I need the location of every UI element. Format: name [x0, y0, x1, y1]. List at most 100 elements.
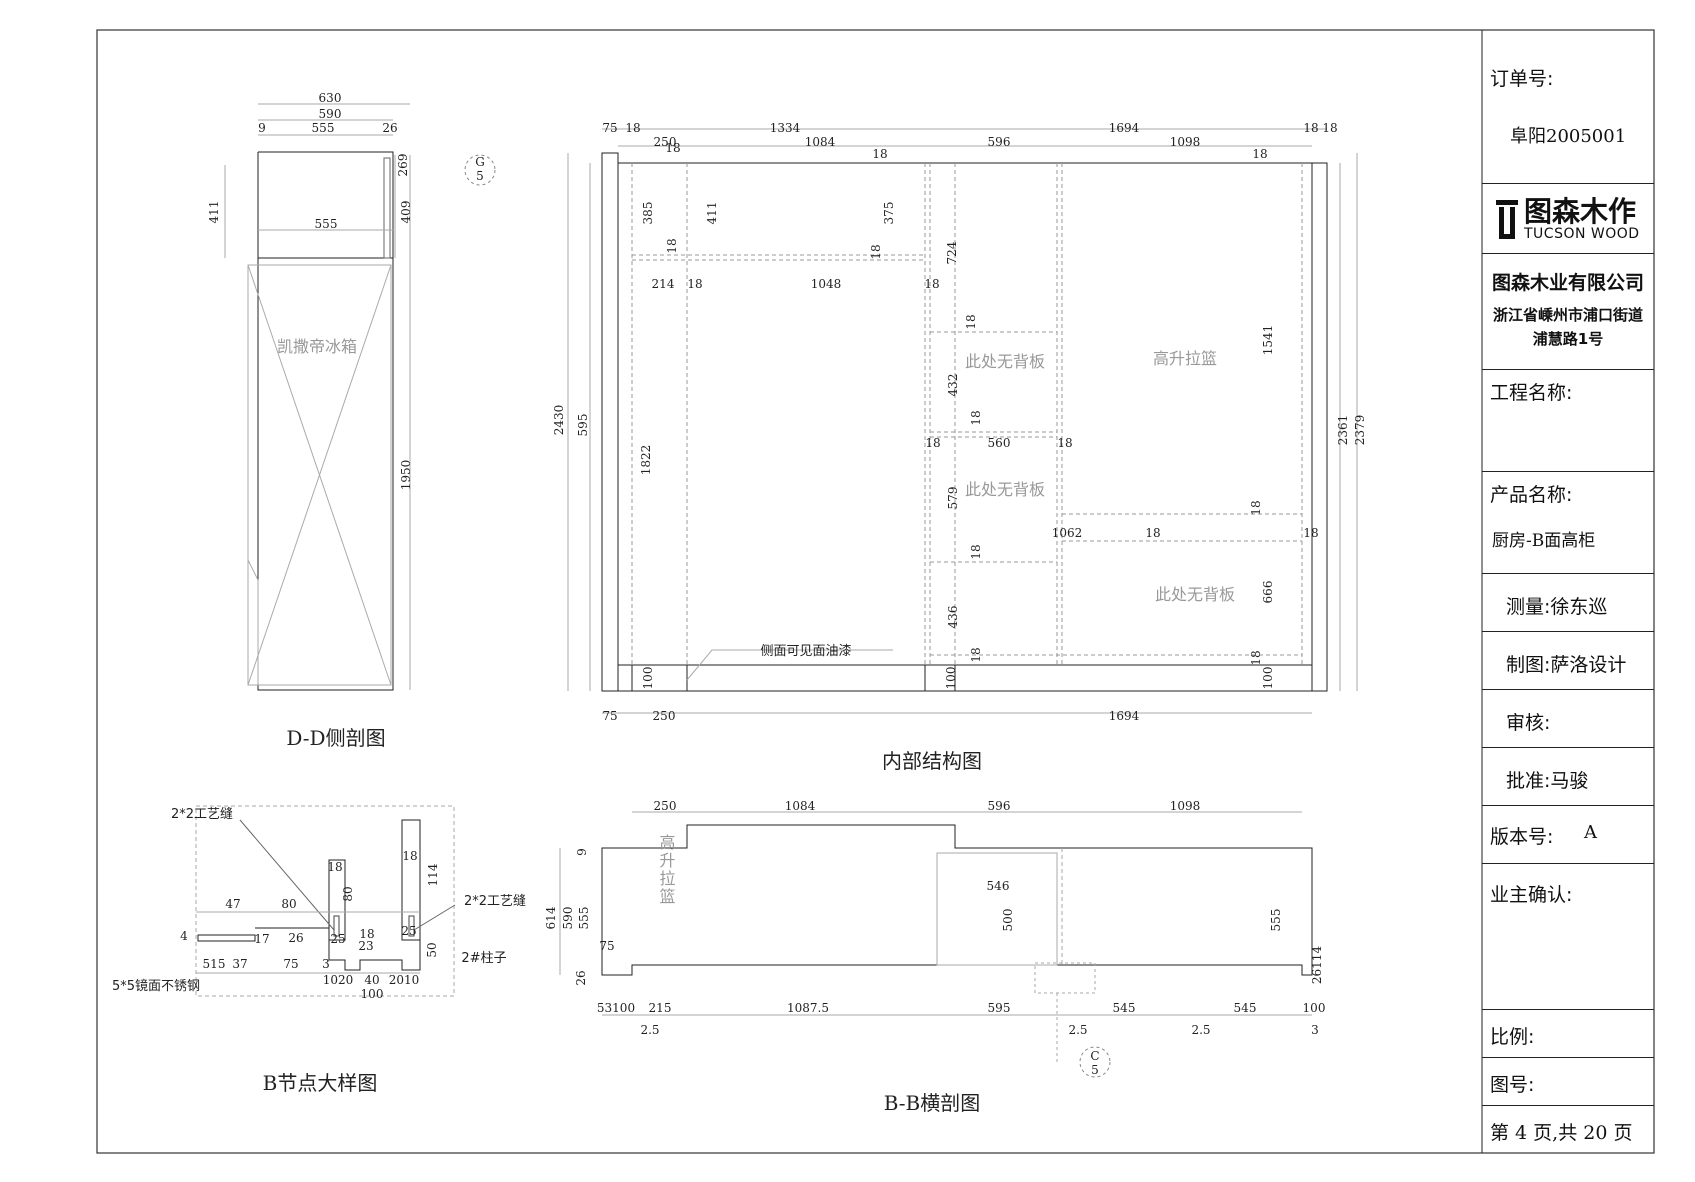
- bb-dim-5: 614: [544, 906, 558, 929]
- bnode-dim-20: 2010: [389, 973, 420, 987]
- internal-title: 内部结构图: [882, 749, 982, 773]
- bnode-dim-2: 47: [225, 897, 240, 911]
- bnode-stile: [328, 859, 346, 941]
- internal-dim-25: 18: [969, 410, 983, 425]
- bnode-profile: [255, 927, 421, 971]
- bnode-dim-19: 40: [364, 973, 379, 987]
- tb-approve-text: 批准:马骏: [1506, 770, 1589, 792]
- bnode-leader-gap1: [239, 819, 335, 931]
- bb-dim-14: 53100: [597, 1001, 635, 1015]
- internal-dim-18: 18: [869, 244, 883, 259]
- dd-dim-0: 630: [319, 91, 342, 105]
- tb-scale: 比例:: [1482, 1010, 1654, 1058]
- bb-dim-11: 75: [599, 939, 614, 953]
- bb-lift-basket: 高升拉篮: [657, 834, 676, 906]
- bnode-view: [195, 805, 456, 997]
- tb-drafting-text: 制图:萨洛设计: [1506, 654, 1627, 676]
- internal-dim-20: 18: [687, 277, 702, 291]
- bb-dim-18: 545: [1113, 1001, 1136, 1015]
- bb-title: B-B横剖图: [884, 1091, 981, 1115]
- note-lift-basket: 高升拉篮: [1153, 349, 1217, 368]
- tb-review: 审核:: [1482, 690, 1654, 748]
- internal-dim-42: 18: [1249, 650, 1263, 665]
- internal-dim-41: 18: [969, 647, 983, 662]
- internal-dim-19: 214: [652, 277, 675, 291]
- bb-dim-3: 1098: [1170, 799, 1201, 813]
- internal-dim-34: 18: [969, 544, 983, 559]
- bnode-post: [401, 819, 421, 941]
- company-addr-1: 浙江省嵊州市浦口街道: [1492, 306, 1643, 324]
- dd-dim-2: 9: [258, 121, 266, 135]
- internal-dim-0: 75: [602, 121, 617, 135]
- bnode-dim-3: 80: [281, 897, 296, 911]
- note-no-back-2: 此处无背板: [965, 480, 1045, 499]
- bnode-dim-9: 18: [359, 927, 374, 941]
- bb-view: [559, 811, 1313, 1078]
- internal-dim-21: 1048: [811, 277, 842, 291]
- bb-dim-21: 2.5: [640, 1023, 659, 1037]
- internal-dim-4: 18: [1303, 121, 1318, 135]
- internal-dim-48: 1694: [1109, 709, 1140, 723]
- internal-dim-1: 18: [625, 121, 640, 135]
- internal-dim-24: 432: [946, 374, 960, 397]
- dd-view: [224, 103, 496, 691]
- internal-dim-17: 18: [665, 238, 679, 253]
- bb-dim-22: 2.5: [1068, 1023, 1087, 1037]
- dd-dim-9: 555: [315, 217, 338, 231]
- tb-version-value: A: [1584, 822, 1597, 843]
- bb-dim-13: 26114: [1310, 946, 1324, 985]
- drawing-labels: D-D侧剖图内部结构图B节点大样图B-B横剖图凯撒帝冰箱此处无背板此处无背板此处…: [112, 91, 1367, 1115]
- dd-hanger: [383, 157, 391, 259]
- internal-dim-47: 250: [653, 709, 676, 723]
- title-block: 订单号: 阜阳2005001 图森木作 TUCSON WOOD 图森木业有限公司…: [1482, 30, 1654, 1153]
- internal-dim-27: 560: [988, 436, 1011, 450]
- tb-drawing-no: 图号:: [1482, 1058, 1654, 1106]
- bnode-hinge-a: [333, 915, 340, 937]
- note-no-back-3: 此处无背板: [1155, 585, 1235, 604]
- internal-dim-30: 2430: [552, 405, 566, 436]
- internal-dim-23: 18: [964, 314, 978, 329]
- tb-product-value: 厨房-B面高柜: [1492, 531, 1596, 551]
- internal-dim-6: 250: [654, 135, 677, 149]
- tb-approve: 批准:马骏: [1482, 748, 1654, 806]
- tb-order-label: 订单号:: [1490, 68, 1554, 90]
- bnode-dim-7: 26: [288, 931, 303, 945]
- internal-dim-28: 18: [1057, 436, 1072, 450]
- tb-project: 工程名称:: [1482, 370, 1654, 472]
- bnode-dim-0: 18: [327, 860, 342, 874]
- internal-dim-2: 1334: [770, 121, 801, 135]
- brand-name-cn: 图森木作: [1524, 195, 1637, 228]
- tb-order-value: 阜阳2005001: [1510, 126, 1627, 147]
- tb-page-text: 第 4 页,共 20 页: [1490, 1122, 1633, 1144]
- bb-drawer-box: [936, 852, 1058, 966]
- internal-dim-31: 595: [576, 414, 590, 437]
- bnode-gap-label-2: 2*2工艺缝: [464, 894, 526, 909]
- bnode-dim-17: 50: [425, 942, 439, 957]
- internal-dim-46: 75: [602, 709, 617, 723]
- brand-name-en: TUCSON WOOD: [1524, 226, 1640, 242]
- internal-dim-35: 18: [1249, 500, 1263, 515]
- bb-dim-15: 215: [649, 1001, 672, 1015]
- int-side-left: [601, 152, 619, 692]
- dd-panel-edge: [247, 559, 259, 685]
- bb-outline: [601, 824, 1313, 976]
- tb-owner: 业主确认:: [1482, 864, 1654, 1010]
- tb-version-label: 版本号:: [1490, 826, 1554, 848]
- dd-fridge-box: [247, 264, 392, 686]
- tb-project-label: 工程名称:: [1490, 382, 1573, 404]
- internal-dim-33: 579: [946, 487, 960, 510]
- tb-order: 订单号: 阜阳2005001: [1482, 30, 1654, 184]
- bb-dim-19: 545: [1234, 1001, 1257, 1015]
- dd-detail-bubble: [464, 154, 496, 186]
- internal-dim-16: 724: [945, 241, 959, 264]
- int-plinth-left: [631, 664, 688, 692]
- note-side-paint: 侧面可见面油漆: [760, 643, 851, 659]
- note-no-back-1: 此处无背板: [965, 352, 1045, 371]
- internal-dim-22: 18: [924, 277, 939, 291]
- brand-logo: 图森木作 TUCSON WOOD: [1496, 198, 1640, 242]
- tb-product-label: 产品名称:: [1490, 484, 1573, 506]
- dd-dim-7: 5: [476, 169, 484, 183]
- bb-dim-25: C: [1090, 1049, 1099, 1063]
- bnode-gap-label-1: 2*2工艺缝: [171, 807, 233, 822]
- internal-dim-3: 1694: [1109, 121, 1140, 135]
